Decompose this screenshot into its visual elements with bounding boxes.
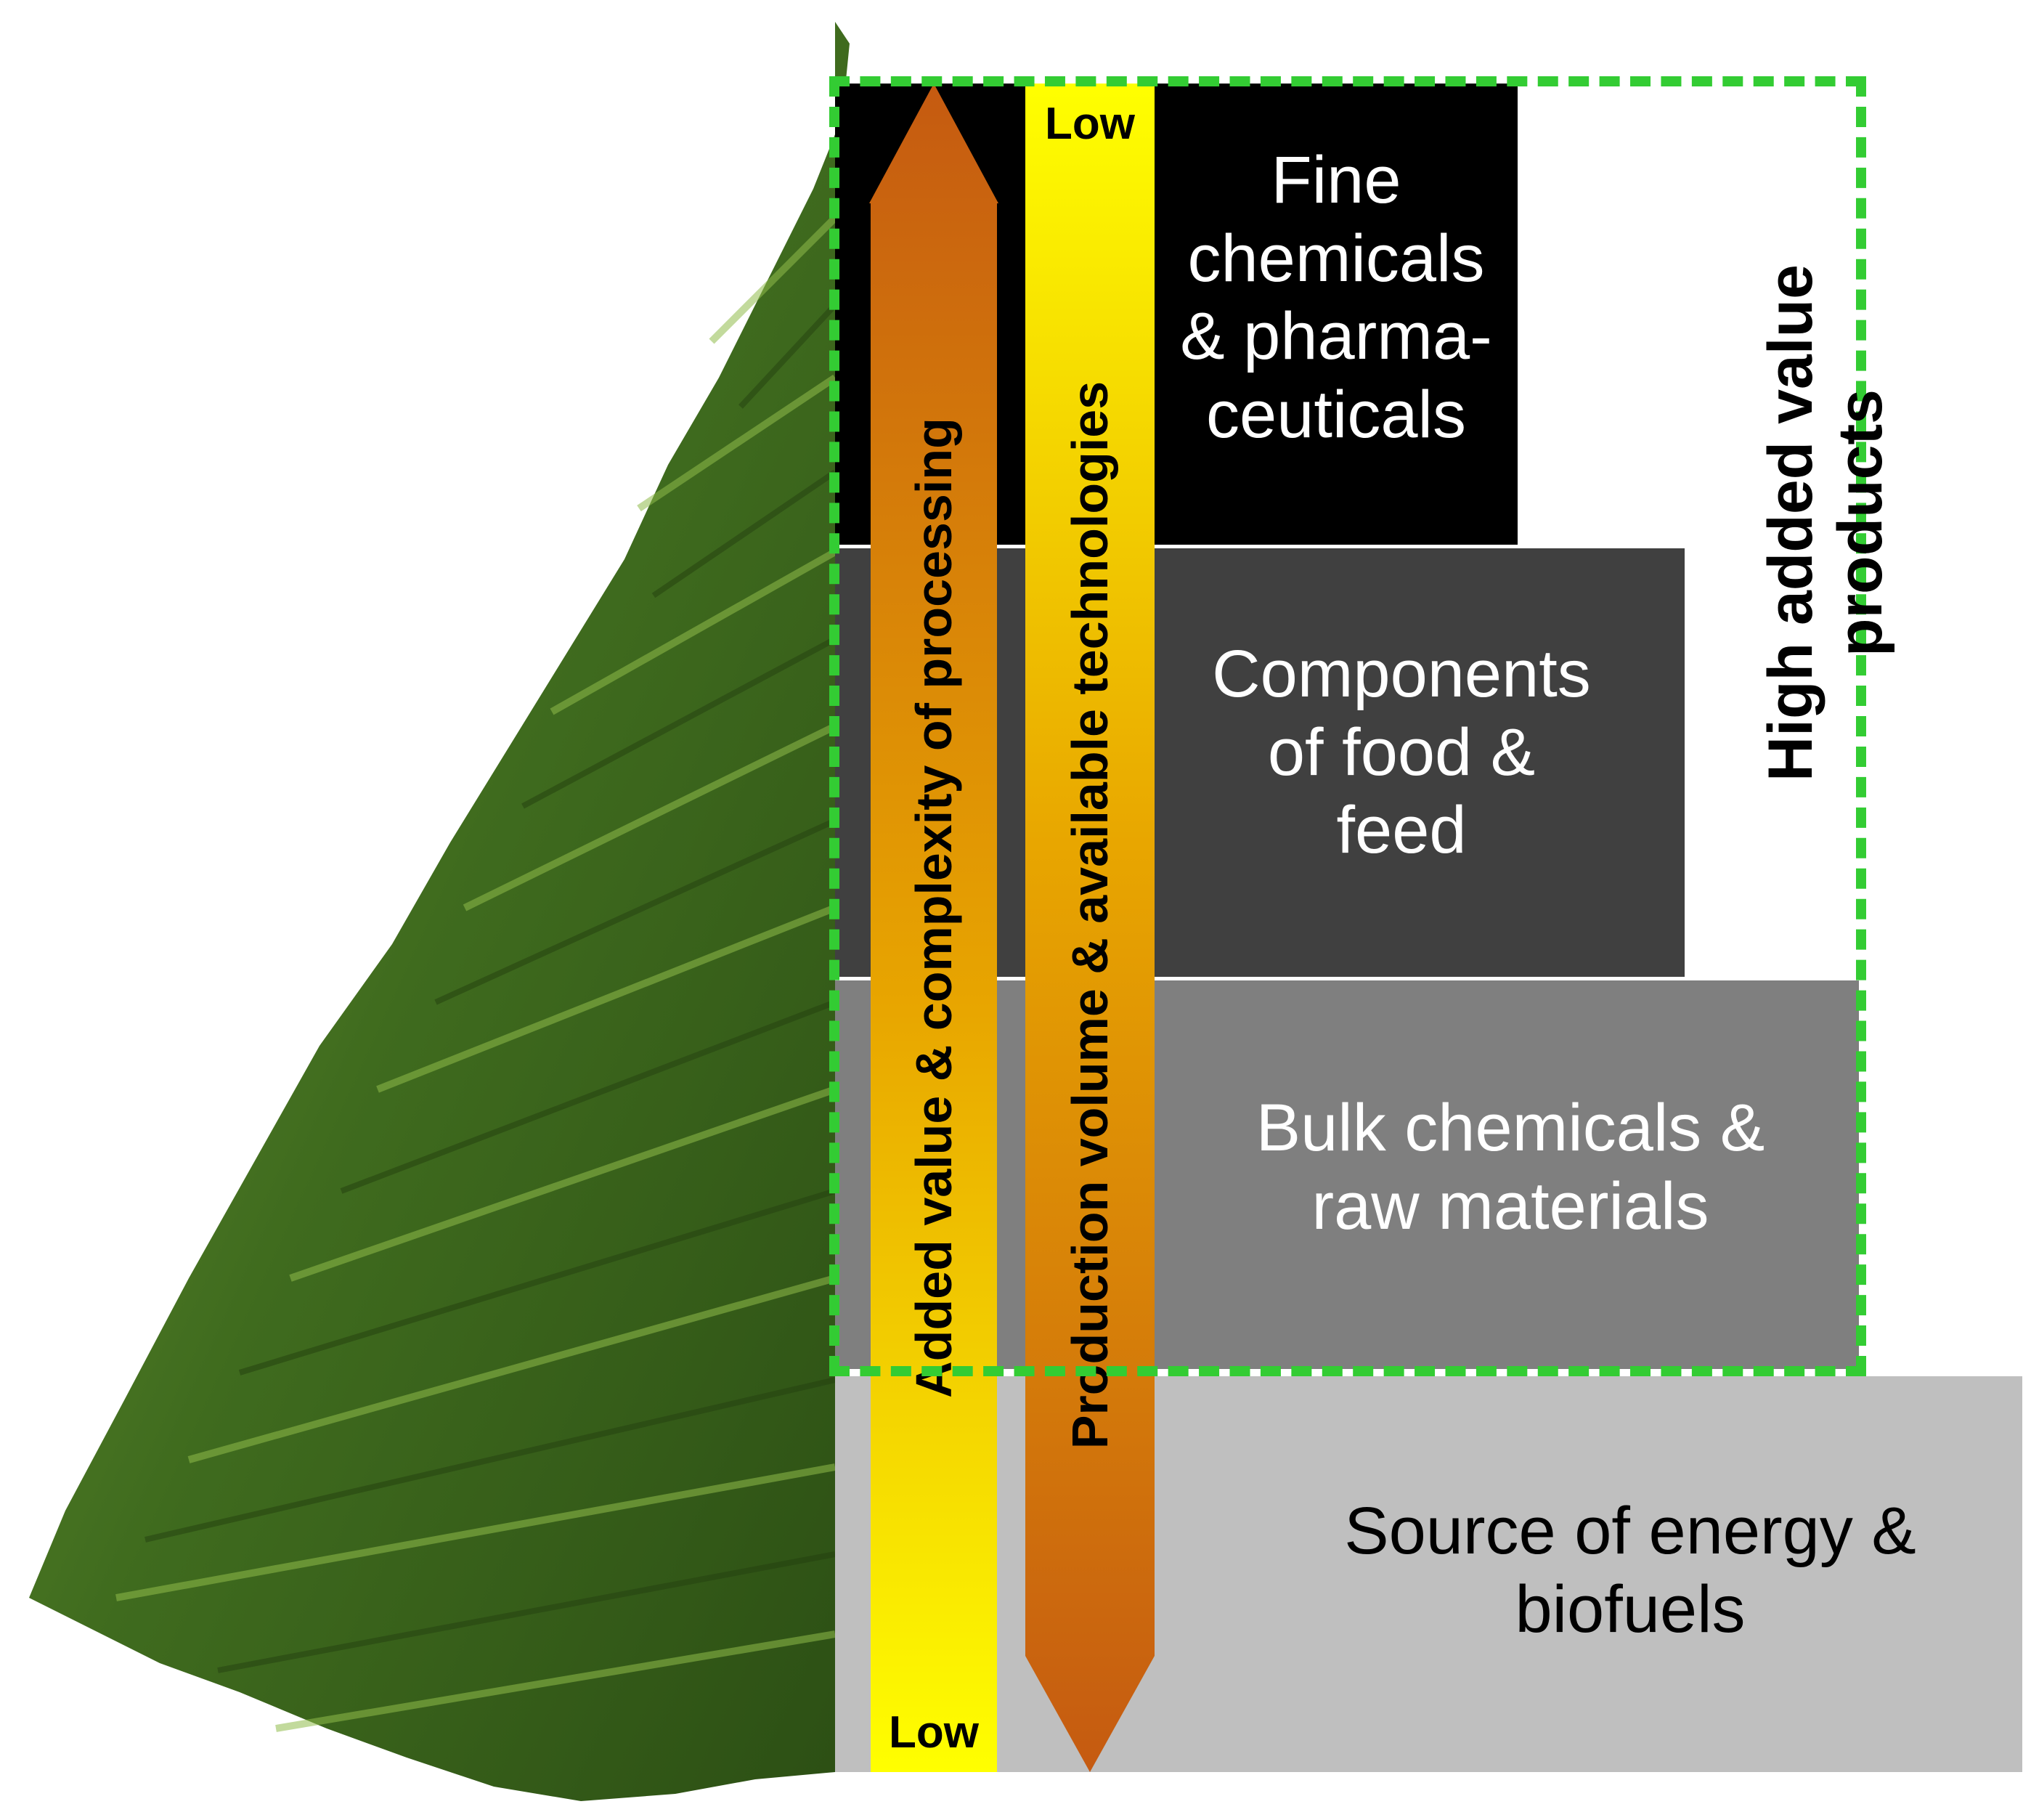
tier-bulk-chemicals: Bulk chemicals & raw materials: [835, 980, 1859, 1369]
high-added-value-group-label: High added value products: [1756, 264, 1896, 782]
tier-food-feed-label: Components of food & feed: [1212, 637, 1591, 868]
added-value-low-label: Low: [889, 1707, 979, 1758]
added-value-arrow: [869, 84, 998, 1772]
tier-bulk-chemicals-label: Bulk chemicals & raw materials: [1255, 1091, 1765, 1243]
tier-fine-chemicals-label: Fine chemicals & pharma- ceuticals: [1180, 143, 1492, 452]
high-added-value-group: [829, 76, 1866, 1376]
tier-energy-biofuels-label: Source of energy & biofuels: [1344, 1494, 1916, 1646]
production-volume-arrow: [1025, 84, 1155, 1772]
production-volume-low-label: Low: [1045, 99, 1135, 149]
tree-icon: [29, 22, 850, 1801]
